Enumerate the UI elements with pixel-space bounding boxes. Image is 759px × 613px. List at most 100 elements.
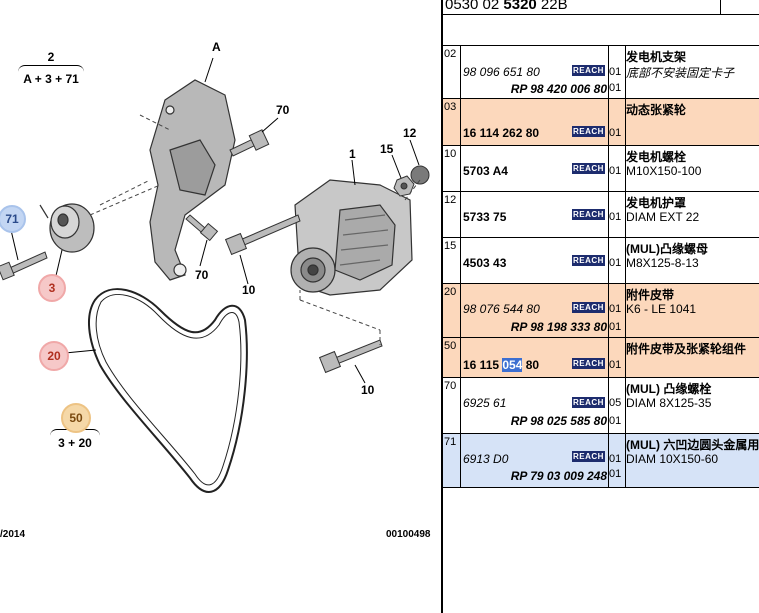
reach-badge: REACH	[572, 209, 605, 220]
part-title: (MUL) 六凹边圆头金属用	[626, 438, 759, 452]
parts-table: 02 98 096 651 80 REACH RP 98 420 006 80 …	[443, 45, 759, 488]
row-position: 71	[443, 434, 461, 487]
table-row[interactable]: 10 5703 A4 REACH 01 发电机螺栓 M10X150-100	[443, 146, 759, 192]
quantity-value: 01	[609, 165, 622, 177]
row-part-cell: 6925 61 REACH RP 98 025 585 80	[461, 378, 609, 433]
quantity-value: 01	[609, 359, 622, 371]
row-position: 50	[443, 338, 461, 377]
replacement-number[interactable]: RP 79 03 009 248	[510, 469, 607, 483]
bolt-70-top[interactable]	[229, 129, 270, 157]
quantity-value: 01	[609, 257, 622, 269]
part-number-prefix: 16 115	[463, 358, 503, 372]
reach-badge: REACH	[572, 358, 605, 369]
reach-badge: REACH	[572, 163, 605, 174]
row-part-cell: 6913 D0 REACH RP 79 03 009 248	[461, 434, 609, 487]
table-row[interactable]: 02 98 096 651 80 REACH RP 98 420 006 80 …	[443, 46, 759, 99]
callout-1[interactable]: 1	[349, 147, 356, 161]
replacement-number[interactable]: RP 98 198 333 80	[510, 320, 607, 334]
table-row[interactable]: 03 16 114 262 80 REACH 01 动态张紧轮	[443, 99, 759, 146]
bubble-50[interactable]: 50	[61, 403, 91, 433]
fraction-2: 2 A + 3 + 71	[16, 50, 86, 86]
fraction-50-bottom: 3 + 20	[58, 436, 92, 450]
part-subtitle: DIAM 10X150-60	[626, 452, 719, 466]
callout-15[interactable]: 15	[380, 142, 394, 156]
alternator-bracket[interactable]	[149, 79, 236, 281]
row-part-cell: 5733 75 REACH	[461, 192, 609, 237]
row-position: 02	[443, 46, 461, 98]
replacement-number[interactable]: RP 98 025 585 80	[510, 414, 607, 428]
part-subtitle: M8X125-8-13	[626, 256, 699, 270]
quantity-value: 01	[609, 127, 622, 139]
callout-70-top[interactable]: 70	[276, 103, 290, 117]
part-title: (MUL)凸缘螺母	[626, 242, 708, 256]
bubble-71[interactable]: 71	[0, 205, 26, 233]
callout-10-upper[interactable]: 10	[242, 283, 256, 297]
row-quantity: 01 01	[608, 46, 626, 98]
fraction-2-bottom: A + 3 + 71	[23, 72, 79, 86]
part-number[interactable]: 98 076 544 80	[463, 302, 540, 316]
part-title: 附件皮带及张紧轮组件	[626, 342, 747, 356]
part-number[interactable]: 16 115 054 80	[463, 358, 539, 372]
accessory-belt[interactable]	[88, 288, 248, 493]
table-row[interactable]: 20 98 076 544 80 REACH RP 98 198 333 80 …	[443, 284, 759, 338]
row-position: 70	[443, 378, 461, 433]
part-title: 发电机支架	[626, 50, 687, 64]
diagram-drawing	[0, 57, 430, 493]
replacement-number[interactable]: RP 98 420 006 80	[510, 82, 607, 96]
bolt-70-lower[interactable]	[185, 214, 219, 242]
alternator[interactable]	[290, 179, 413, 296]
quantity-value: 01	[609, 82, 622, 94]
part-number[interactable]: 4503 43	[463, 256, 507, 270]
bolt-10-upper[interactable]	[224, 214, 301, 256]
reach-badge: REACH	[572, 302, 605, 313]
table-row[interactable]: 50 16 115 054 80 REACH 01 附件皮带及张紧轮组件	[443, 338, 759, 378]
part-number[interactable]: 6913 D0	[463, 452, 509, 466]
quantity-value: 01	[609, 303, 622, 315]
callout-10-lower[interactable]: 10	[361, 383, 375, 397]
row-quantity: 01	[608, 146, 626, 191]
table-row[interactable]: 15 4503 43 REACH 01 (MUL)凸缘螺母 M8X125-8-1…	[443, 238, 759, 284]
reach-badge: REACH	[572, 255, 605, 266]
fraction-2-top: 2	[47, 50, 55, 64]
part-number-suffix: 80	[522, 358, 540, 372]
quantity-value: 01	[609, 453, 622, 465]
part-subtitle: K6 - LE 1041	[626, 302, 697, 316]
reference-prefix: 0530 02	[445, 0, 504, 13]
callout-A[interactable]: A	[212, 40, 221, 54]
part-number[interactable]: 98 096 651 80	[463, 65, 540, 79]
bolt-71[interactable]	[0, 251, 48, 281]
reach-badge: REACH	[572, 126, 605, 137]
table-row[interactable]: 71 6913 D0 REACH RP 79 03 009 248 01 01 …	[443, 434, 759, 488]
search-highlight: 054	[502, 358, 523, 372]
reach-badge: REACH	[572, 397, 605, 408]
row-quantity: 01	[608, 99, 626, 145]
quantity-value: 01	[609, 66, 622, 78]
assembly-lines	[89, 114, 421, 345]
tensioner-pulley[interactable]	[39, 203, 95, 253]
part-number[interactable]: 5703 A4	[463, 164, 508, 178]
bolt-10-lower[interactable]	[318, 339, 383, 374]
quantity-value: 01	[609, 211, 622, 223]
table-row[interactable]: 70 6925 61 REACH RP 98 025 585 80 05 01 …	[443, 378, 759, 434]
reference-suffix: 22B	[536, 0, 568, 13]
quantity-value: 01	[609, 321, 622, 333]
table-row[interactable]: 12 5733 75 REACH 01 发电机护罩 DIAM EXT 22	[443, 192, 759, 238]
row-quantity: 01 01	[608, 434, 626, 487]
part-title: 发电机螺栓	[626, 150, 687, 164]
bubble-3[interactable]: 3	[38, 274, 66, 302]
row-part-cell: 16 114 262 80 REACH	[461, 99, 609, 145]
row-part-cell: 16 115 054 80 REACH	[461, 338, 609, 377]
part-number[interactable]: 5733 75	[463, 210, 507, 224]
callout-12[interactable]: 12	[403, 126, 417, 140]
part-number[interactable]: 6925 61	[463, 396, 507, 410]
row-part-cell: 98 076 544 80 REACH RP 98 198 333 80	[461, 284, 609, 337]
reference-header: 0530 02 5320 22B	[443, 0, 759, 15]
reference-bold: 5320	[503, 0, 537, 13]
row-quantity: 05 01	[608, 378, 626, 433]
part-number[interactable]: 16 114 262 80	[463, 126, 540, 140]
header-cell-divider	[720, 0, 721, 14]
exploded-diagram: 2 A + 3 + 71 3 + 20 A 70 12 15 1 70 10 1…	[0, 40, 431, 540]
cap-12[interactable]	[410, 165, 430, 185]
bubble-20[interactable]: 20	[39, 341, 69, 371]
callout-70-lower[interactable]: 70	[195, 268, 209, 282]
